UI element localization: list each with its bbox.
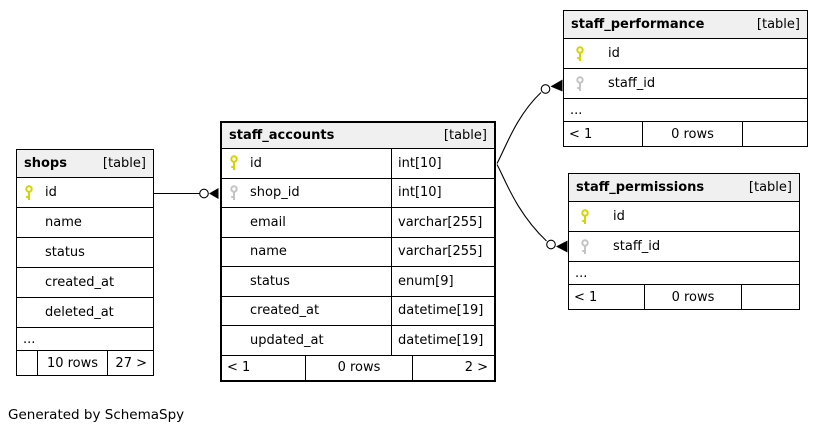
table-badge: [table] — [748, 180, 792, 195]
table-badge: [table] — [756, 17, 800, 32]
column-name: created_at — [250, 303, 320, 319]
generated-by-note: Generated by SchemaSpy — [8, 407, 185, 423]
edge-staff-accounts-staff-performance — [496, 79, 563, 164]
column-row-status: status enum[9] — [222, 266, 494, 296]
column-name: id — [613, 209, 625, 224]
column-row-name: name — [17, 207, 153, 237]
column-name: email — [250, 214, 286, 230]
footer-children: 27 > — [115, 355, 147, 371]
table-name[interactable]: staff_accounts — [229, 128, 335, 143]
column-name: name — [250, 244, 287, 260]
footer-parents — [17, 351, 38, 375]
primary-key-icon — [575, 45, 585, 62]
column-name: staff_id — [608, 76, 656, 91]
column-type: datetime[19] — [398, 332, 484, 348]
table-staff-performance-header: staff_performance [table] — [564, 11, 807, 38]
foreign-key-icon — [580, 238, 590, 255]
foreign-key-icon — [229, 185, 239, 201]
table-shops-header: shops [table] — [17, 150, 153, 177]
primary-key-icon — [229, 155, 239, 171]
column-row-deleted-at: deleted_at — [17, 297, 153, 327]
column-name: name — [45, 215, 82, 230]
column-row-status: status — [17, 237, 153, 267]
column-row-created-at: created_at datetime[19] — [222, 295, 494, 325]
hidden-columns-ellipsis: ... — [569, 261, 799, 284]
edge-shops-staff-accounts — [154, 188, 219, 199]
hidden-columns-ellipsis: ... — [17, 327, 153, 350]
column-type: datetime[19] — [398, 303, 484, 319]
column-type: varchar[255] — [398, 244, 483, 260]
column-name: status — [250, 273, 290, 289]
column-row-id: id — [17, 177, 153, 207]
column-row-id: id — [569, 201, 799, 231]
column-type: enum[9] — [398, 273, 454, 289]
footer-children: 2 > — [464, 360, 488, 375]
column-row-email: email varchar[255] — [222, 207, 494, 237]
column-row-updated-at: updated_at datetime[19] — [222, 325, 494, 355]
column-row-staff-id: staff_id — [569, 231, 799, 261]
footer-parents: < 1 — [569, 285, 645, 309]
edge-staff-accounts-staff-permissions — [496, 164, 568, 253]
footer-children — [742, 285, 799, 309]
footer-row-count: 10 rows — [38, 351, 108, 375]
table-name[interactable]: shops — [24, 156, 67, 171]
column-row-name: name varchar[255] — [222, 236, 494, 266]
footer-row-count: 0 rows — [643, 122, 743, 146]
column-row-shop-id: shop_id int[10] — [222, 177, 494, 207]
table-staff-permissions[interactable]: staff_permissions [table] id staff_id ..… — [568, 173, 800, 310]
table-staff-performance[interactable]: staff_performance [table] id staff_id ..… — [563, 10, 808, 147]
column-name: id — [608, 46, 620, 61]
table-staff-permissions-header: staff_permissions [table] — [569, 174, 799, 201]
footer-children — [743, 122, 807, 146]
column-name: status — [45, 245, 85, 260]
column-name: id — [250, 155, 262, 171]
table-staff-accounts[interactable]: staff_accounts [table] id int[10] shop_i… — [220, 121, 496, 382]
primary-key-icon — [24, 184, 34, 201]
column-row-id: id int[10] — [222, 148, 494, 178]
table-staff-performance-footer: < 1 0 rows — [564, 121, 807, 146]
table-shops-footer: 10 rows 27 > — [17, 350, 153, 375]
column-name: created_at — [45, 275, 115, 290]
table-staff-accounts-footer: < 1 0 rows 2 > — [222, 354, 494, 380]
column-name: shop_id — [250, 185, 300, 201]
footer-row-count: 0 rows — [645, 285, 742, 309]
primary-key-icon — [580, 208, 590, 225]
column-type: int[10] — [398, 155, 442, 171]
column-name: updated_at — [250, 332, 324, 348]
table-staff-accounts-header: staff_accounts [table] — [222, 123, 494, 148]
column-name: id — [45, 185, 57, 200]
column-name: staff_id — [613, 239, 661, 254]
column-type: int[10] — [398, 185, 442, 201]
table-staff-permissions-footer: < 1 0 rows — [569, 284, 799, 309]
column-row-staff-id: staff_id — [564, 68, 807, 98]
hidden-columns-ellipsis: ... — [564, 98, 807, 121]
foreign-key-icon — [575, 75, 585, 92]
table-name[interactable]: staff_performance — [571, 17, 705, 32]
table-badge: [table] — [443, 128, 487, 143]
footer-row-count: 0 rows — [306, 355, 413, 380]
column-type: varchar[255] — [398, 214, 483, 230]
footer-parents: < 1 — [564, 122, 643, 146]
table-name[interactable]: staff_permissions — [576, 180, 705, 195]
table-badge: [table] — [102, 156, 146, 171]
column-row-id: id — [564, 38, 807, 68]
table-shops[interactable]: shops [table] id name status created_at … — [16, 149, 154, 376]
footer-parents: < 1 — [222, 355, 306, 380]
column-name: deleted_at — [45, 305, 114, 320]
column-row-created-at: created_at — [17, 267, 153, 297]
